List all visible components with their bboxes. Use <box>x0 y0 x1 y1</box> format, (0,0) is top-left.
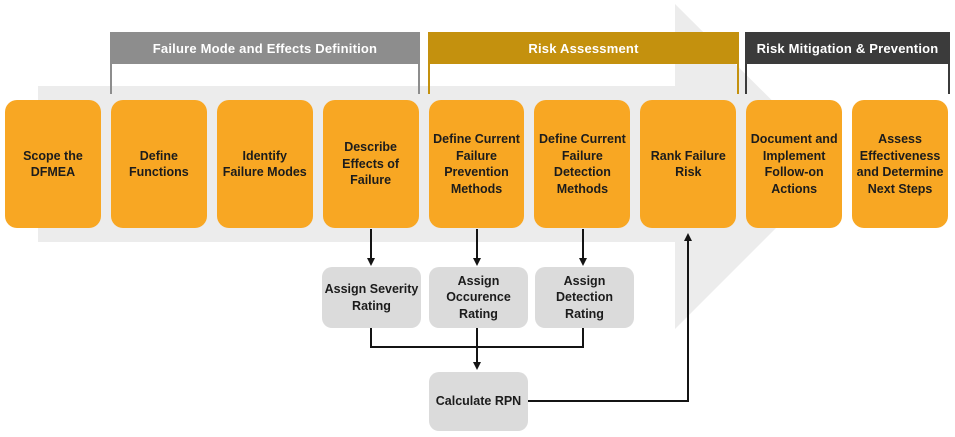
phase-label: Risk Assessment <box>528 40 639 56</box>
substep-calculate-rpn: Calculate RPN <box>429 372 528 431</box>
process-steps-row: Scope the DFMEA Define Functions Identif… <box>5 100 949 228</box>
step-identify-failure-modes: Identify Failure Modes <box>216 100 313 228</box>
step-define-functions: Define Functions <box>110 100 207 228</box>
phase-label: Risk Mitigation & Prevention <box>756 40 939 56</box>
step-assess-effectiveness: Assess Effectiveness and Determine Next … <box>852 100 949 228</box>
phase-label: Failure Mode and Effects Definition <box>152 40 378 56</box>
bracket-line <box>418 64 420 94</box>
bracket-line <box>745 64 747 94</box>
step-scope-dfmea: Scope the DFMEA <box>5 100 101 228</box>
step-define-detection-methods: Define Current Failure Detection Methods <box>534 100 631 228</box>
phase-header-risk-mitigation: Risk Mitigation & Prevention <box>745 32 950 64</box>
bracket-line <box>110 64 112 94</box>
step-define-prevention-methods: Define Current Failure Prevention Method… <box>428 100 525 228</box>
substep-assign-occurence-rating: Assign Occurence Rating <box>429 267 528 328</box>
step-rank-failure-risk: Rank Failure Risk <box>640 100 737 228</box>
step-document-implement-actions: Document and Implement Follow-on Actions <box>746 100 843 228</box>
bracket-line <box>948 64 950 94</box>
bracket-line <box>428 64 430 94</box>
collector-line-ratings <box>370 328 584 348</box>
phase-header-failure-mode-definition: Failure Mode and Effects Definition <box>110 32 420 64</box>
substep-assign-severity-rating: Assign Severity Rating <box>322 267 421 328</box>
phase-header-risk-assessment: Risk Assessment <box>428 32 739 64</box>
step-describe-effects-of-failure: Describe Effects of Failure <box>322 100 419 228</box>
bracket-line <box>737 64 739 94</box>
substep-assign-detection-rating: Assign Detection Rating <box>535 267 634 328</box>
